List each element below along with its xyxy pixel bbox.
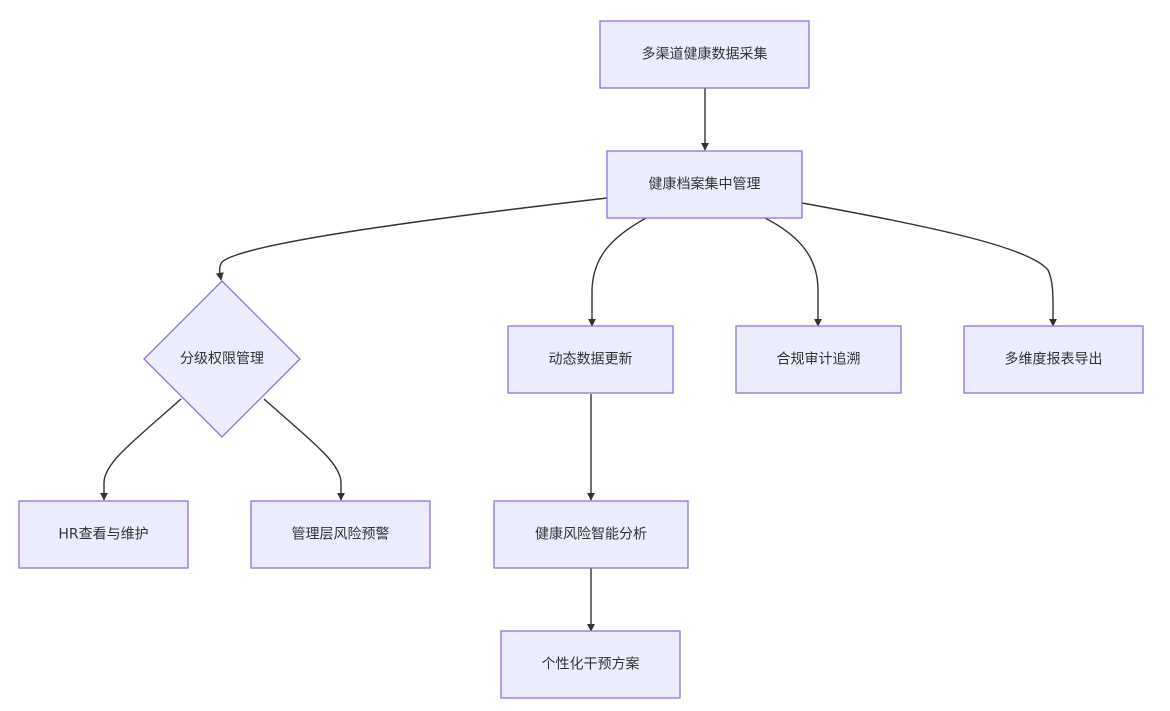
node-warning[interactable]: 管理层风险预警 (250, 500, 431, 569)
node-collect[interactable]: 多渠道健康数据采集 (599, 20, 810, 89)
node-audit[interactable]: 合规审计追溯 (735, 325, 902, 394)
node-permission-label: 分级权限管理 (180, 351, 264, 367)
edge-permission-warning (263, 398, 345, 501)
node-intervention[interactable]: 个性化干预方案 (500, 630, 681, 699)
node-report-label: 多维度报表导出 (1005, 351, 1103, 368)
node-hr-label: HR查看与维护 (58, 527, 148, 543)
edge-archive-permission (215, 197, 608, 281)
node-permission[interactable]: 分级权限管理 (143, 280, 301, 438)
node-archive[interactable]: 健康档案集中管理 (606, 150, 803, 219)
edge-permission-hr (100, 398, 182, 501)
edge-archive-report (801, 202, 1058, 327)
node-report[interactable]: 多维度报表导出 (963, 325, 1144, 394)
node-dynamic-update[interactable]: 动态数据更新 (507, 325, 674, 394)
edge-archive-dynamic-update (588, 217, 647, 327)
node-analysis-label: 健康风险智能分析 (535, 526, 647, 543)
node-analysis[interactable]: 健康风险智能分析 (493, 500, 689, 569)
node-hr[interactable]: HR查看与维护 (18, 500, 189, 569)
node-dynamic-update-label: 动态数据更新 (549, 352, 633, 368)
edges (100, 88, 1058, 632)
nodes: 多渠道健康数据采集 健康档案集中管理 分级权限管理 动态数据更新 合规审计追溯 … (18, 20, 1144, 699)
node-collect-label: 多渠道健康数据采集 (642, 46, 768, 63)
node-archive-label: 健康档案集中管理 (649, 176, 761, 193)
node-audit-label: 合规审计追溯 (777, 352, 861, 368)
edge-archive-audit (764, 217, 822, 327)
node-warning-label: 管理层风险预警 (292, 527, 390, 543)
node-intervention-label: 个性化干预方案 (542, 656, 640, 673)
